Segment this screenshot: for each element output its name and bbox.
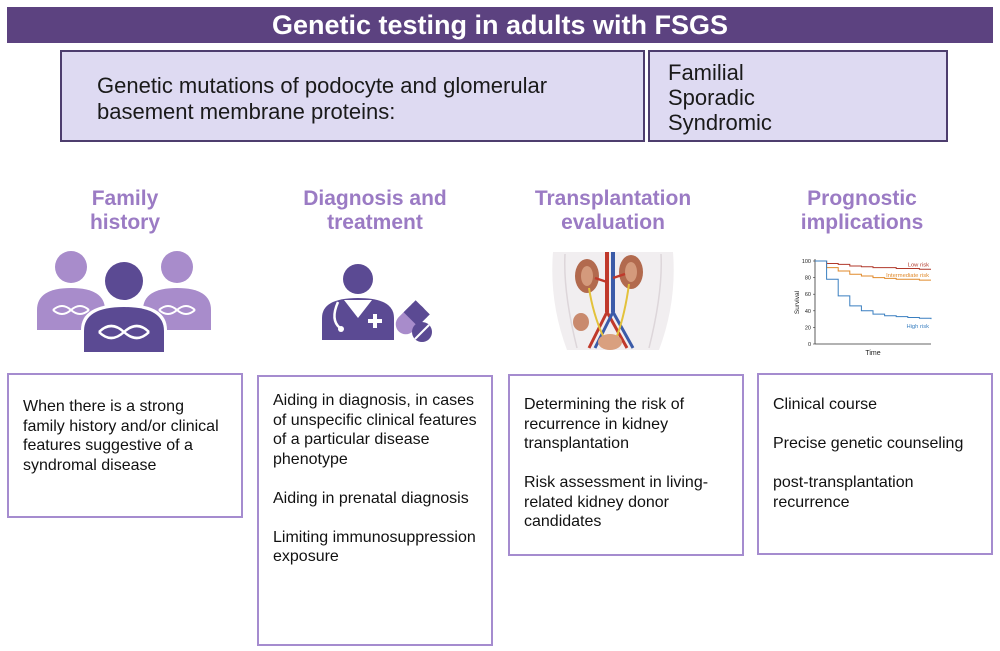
series-label-low-risk: Low risk <box>908 262 929 268</box>
doctor-pills-icon <box>322 264 432 342</box>
page-title: Genetic testing in adults with FSGS <box>7 7 993 43</box>
series-line-intermediate-risk <box>815 260 931 281</box>
card-family-history: When there is a strong family history an… <box>7 373 243 518</box>
y-tick-label: 0 <box>808 342 811 348</box>
mutation-description: Genetic mutations of podocyte and glomer… <box>97 73 548 124</box>
series-line-low-risk <box>815 260 931 270</box>
mutation-type-syndromic: Syndromic <box>668 110 772 135</box>
family-dna-icon <box>37 251 211 354</box>
series-label-high-risk: High risk <box>906 324 929 330</box>
y-axis-label: Survival <box>794 290 801 314</box>
y-tick-label: 60 <box>805 292 811 298</box>
y-tick-label: 20 <box>805 325 811 331</box>
card-transplant-text-2: Risk assessment in living-related kidney… <box>524 474 709 530</box>
card-diagnosis-treatment: Aiding in diagnosis, in cases of unspeci… <box>257 375 493 646</box>
series-line-high-risk <box>815 260 932 320</box>
card-transplantation-evaluation: Determining the risk of recurrence in ki… <box>508 374 744 556</box>
series-label-intermediate-risk: Intermediate risk <box>886 273 929 279</box>
x-axis-label: Time <box>865 350 880 357</box>
card-prognostic-text-1: Clinical course <box>773 396 878 413</box>
mutation-type-sporadic: Sporadic <box>668 85 755 110</box>
y-tick-label: 40 <box>805 309 811 315</box>
mutation-description-box: Genetic mutations of podocyte and glomer… <box>60 50 645 142</box>
card-diagnosis-text-1: Aiding in diagnosis, in cases of unspeci… <box>273 392 477 468</box>
card-prognostic-text-3: post-transplantation recurrence <box>773 474 914 511</box>
card-family-history-text-1: When there is a strong family history an… <box>23 398 219 474</box>
card-diagnosis-text-2: Aiding in prenatal diagnosis <box>273 489 469 507</box>
card-transplant-text-1: Determining the risk of recurrence in ki… <box>524 396 685 452</box>
mutation-type-familial: Familial <box>668 60 744 85</box>
card-prognostic-text-2: Precise genetic counseling <box>773 435 964 452</box>
mutation-types-box: Familial Sporadic Syndromic <box>648 50 948 142</box>
kidney-anatomy-icon <box>545 252 681 352</box>
y-tick-label: 100 <box>802 259 811 265</box>
y-tick-label: 80 <box>805 276 811 282</box>
card-diagnosis-text-3: Limiting immunosuppression exposure <box>273 528 476 566</box>
card-prognostic-implications: Clinical course Precise genetic counseli… <box>757 373 993 555</box>
